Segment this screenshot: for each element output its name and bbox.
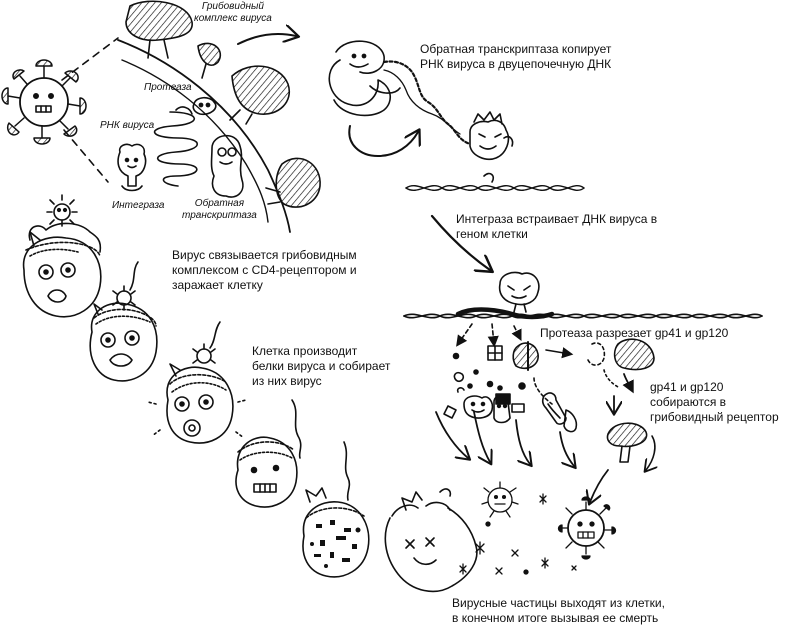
reverse-transcriptase-icon (493, 395, 525, 424)
protease-icon (175, 96, 217, 116)
arrow-icon (237, 34, 296, 45)
mushroom-complex-icon (229, 65, 291, 125)
step-binding: Вирус связывается грибовидным комплексом… (172, 248, 357, 292)
step-release: Вирусные частицы выходят из клетки, в ко… (452, 596, 665, 625)
label-rna: РНК вируса (100, 120, 155, 131)
step-reverse-transcription: Обратная транскриптаза копирует РНК виру… (420, 42, 612, 71)
cell-stage-3 (147, 321, 247, 444)
arrow-icon (646, 435, 655, 470)
arrow-icon (430, 214, 490, 270)
integrase-enzyme-icon (498, 271, 540, 313)
cell-stage-2 (89, 261, 158, 382)
arrow-icon (348, 125, 418, 157)
label-reverse-transcriptase: Обратная транскриптаза (182, 198, 257, 221)
step-assembly: Клетка производит белки вируса и собирае… (252, 344, 391, 388)
virus-cross-section (117, 0, 321, 233)
enzyme-icon (469, 111, 514, 161)
cell-stage-5 (302, 441, 370, 578)
virus-icon (46, 194, 78, 227)
arrow-icon (590, 469, 609, 502)
label-integrase: Интеграза (112, 200, 165, 211)
virus-icon (557, 496, 617, 560)
cell-stage-4 (235, 399, 302, 508)
integrase-icon (541, 392, 578, 433)
mushroom-complex-icon (197, 42, 222, 79)
mushroom-receptor-icon (606, 422, 648, 463)
virus-particles-small (459, 481, 617, 575)
label-protease: Протеаза (144, 82, 192, 93)
step-integration: Интеграза встраивает ДНК вируса в геном … (456, 212, 658, 241)
virus-icon (112, 261, 139, 311)
reverse-transcription-scene (328, 40, 472, 146)
protease-enzyme-icon (443, 395, 494, 419)
genome-dna-icon (403, 307, 763, 320)
step-protease-cut: Протеаза разрезает gp41 и gp120 (540, 326, 729, 340)
virus-icon (192, 321, 221, 364)
rna-icon (153, 111, 198, 187)
mushroom-complex-icon (125, 0, 193, 59)
mushroom-complex-icon (265, 157, 321, 208)
virus-icon (481, 481, 519, 518)
reverse-transcriptase-icon (210, 134, 244, 198)
dna-strand-icon (405, 172, 585, 191)
integrase-icon (117, 143, 147, 192)
dying-cell-icon (384, 488, 478, 593)
cell-stage-1 (22, 194, 102, 318)
step-receptor-assembly: gp41 и gp120 собираются в грибовидный ре… (650, 380, 779, 424)
viral-proteins (452, 338, 655, 405)
label-mushroom-complex: Грибовидный комплекс вируса (194, 1, 272, 24)
virus-icon (1, 59, 87, 145)
